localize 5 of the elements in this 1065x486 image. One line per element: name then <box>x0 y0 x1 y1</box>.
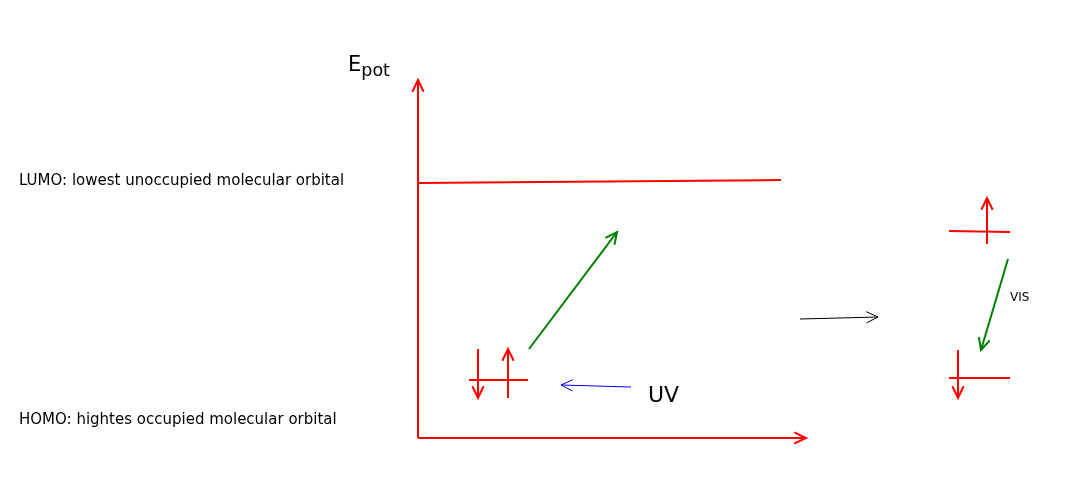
label-text: VIS <box>1010 290 1030 305</box>
label-text: E$_{pot}$ <box>348 52 390 82</box>
label-text: HOMO: hightes occupied molecular orbital <box>19 410 337 428</box>
label-text: UV <box>648 382 680 409</box>
label-text: LUMO: lowest unoccupied molecular orbital <box>19 171 345 189</box>
